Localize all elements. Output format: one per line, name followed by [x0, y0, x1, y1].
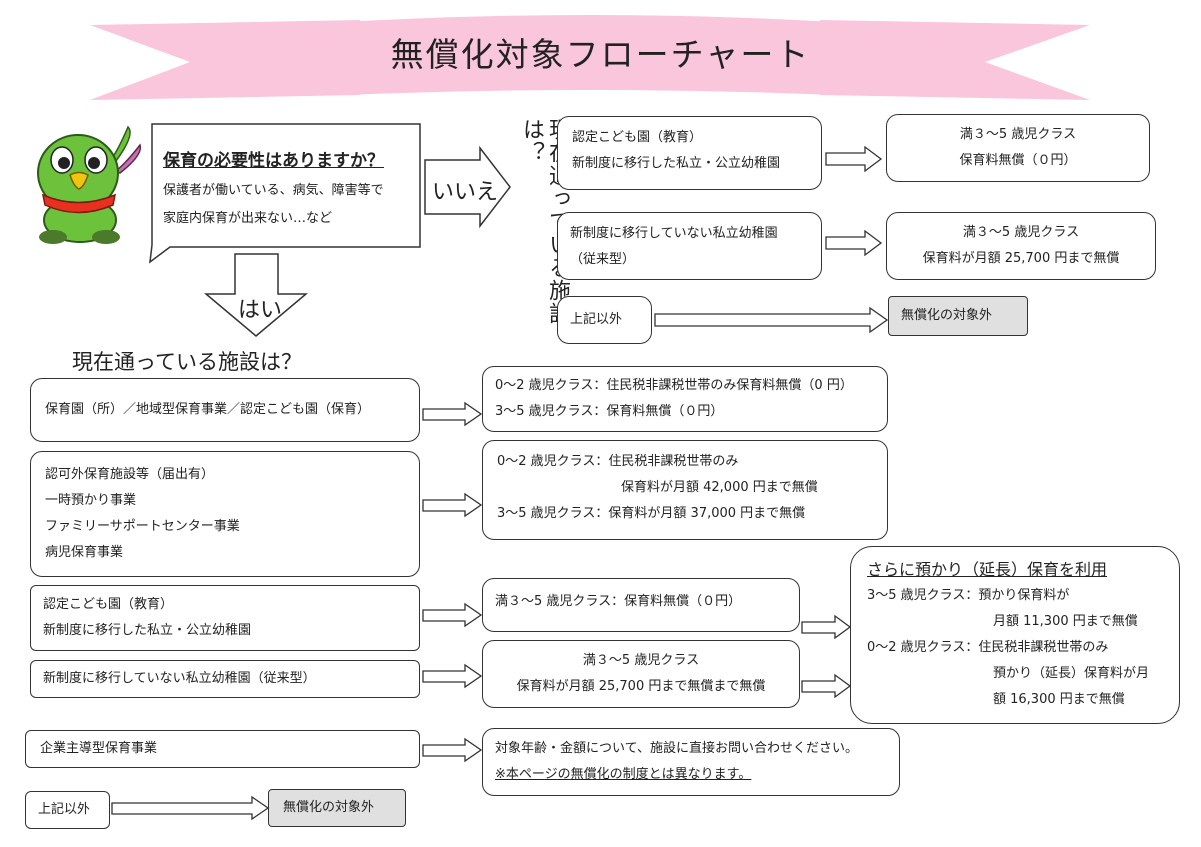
- necessity-heading: 保育の必要性はありますか？: [163, 151, 384, 171]
- yes-label: はい: [238, 298, 283, 323]
- box-text-line: 満３〜5 歳児クラス：保育料無償（０円）: [495, 594, 742, 609]
- no-result-1: 満３〜5 歳児クラス 保育料無償（０円）: [886, 114, 1150, 182]
- yes-facility-other: 上記以外: [25, 791, 110, 829]
- box-text-line: 3〜5 歳児クラス：保育料が月額 37,000 円まで無償: [497, 506, 806, 521]
- box-text-line: 3〜5 歳児クラス：保育料無償（０円）: [495, 404, 724, 419]
- box-text-line: 対象年齢・金額について、施設に直接お問い合わせください。: [495, 741, 858, 756]
- no-facility-1: 認定こども園（教育） 新制度に移行した私立・公立幼稚園: [557, 116, 822, 190]
- box-text-line: 満３〜5 歳児クラス: [962, 225, 1080, 240]
- no-label: いいえ: [432, 180, 499, 205]
- box-text-line: 認定こども園（教育）: [43, 597, 174, 612]
- yes-result-3: 満３〜5 歳児クラス：保育料無償（０円）: [482, 578, 800, 632]
- box-text-line: 満３〜5 歳児クラス: [959, 127, 1077, 142]
- box-text-line: 満３〜5 歳児クラス: [582, 653, 700, 668]
- box-text-line: 新制度に移行した私立・公立幼稚園: [572, 156, 781, 171]
- no-result-2: 満３〜5 歳児クラス 保育料が月額 25,700 円まで無償: [886, 212, 1156, 280]
- box-text-line: 無償化の対象外: [901, 308, 993, 323]
- box-text-line: 保育料が月額 42,000 円まで無償: [621, 480, 818, 495]
- yes-facility-2: 認可外保育施設等（届出有） 一時預かり事業 ファミリーサポートセンター事業 病児…: [30, 451, 420, 577]
- box-text-line: 保育料が月額 25,700 円まで無償: [922, 251, 1120, 266]
- yes-branch-question: 現在通っている施設は？: [72, 350, 302, 374]
- box-text-line: 企業主導型保育事業: [40, 741, 158, 756]
- yes-result-5: 対象年齢・金額について、施設に直接お問い合わせください。 ※本ページの無償化の制…: [482, 728, 900, 796]
- no-facility-2: 新制度に移行していない私立幼稚園 （従来型）: [557, 212, 822, 280]
- box-text-line: 3〜5 歳児クラス：預かり保育料が: [867, 588, 1070, 603]
- box-text-line: 新制度に移行していない私立幼稚園（従来型）: [43, 671, 316, 686]
- yes-result-out-of-scope: 無償化の対象外: [268, 789, 406, 827]
- extension-heading: さらに預かり（延長）保育を利用: [867, 560, 1108, 579]
- box-text-line: 認定こども園（教育）: [572, 130, 703, 145]
- yes-facility-4: 新制度に移行していない私立幼稚園（従来型）: [30, 660, 420, 698]
- extension-childcare-box: さらに預かり（延長）保育を利用 3〜5 歳児クラス：預かり保育料が 月額 11,…: [850, 546, 1180, 724]
- no-result-out-of-scope: 無償化の対象外: [888, 296, 1028, 336]
- yes-facility-1: 保育園（所）／地域型保育事業／認定こども園（保育）: [30, 378, 420, 442]
- yes-result-4: 満３〜5 歳児クラス 保育料が月額 25,700 円まで無償まで無償: [482, 640, 800, 708]
- box-text-line: 保育料が月額 25,700 円まで無償まで無償: [516, 679, 766, 694]
- title-banner: [90, 15, 1090, 100]
- box-text-line: 認可外保育施設等（届出有）: [45, 467, 215, 482]
- box-text-line: 0〜2 歳児クラス：住民税非課税世帯のみ: [497, 454, 739, 469]
- necessity-line-1: 保護者が働いている、病気、障害等で: [163, 183, 384, 198]
- box-text-line: 上記以外: [38, 802, 91, 817]
- box-text-line: 一時預かり事業: [45, 493, 137, 508]
- box-text-line: 新制度に移行していない私立幼稚園: [570, 226, 778, 241]
- box-text-line: 保育料無償（０円）: [959, 153, 1077, 168]
- page-title: 無償化対象フローチャート: [390, 35, 811, 74]
- yes-facility-3: 認定こども園（教育） 新制度に移行した私立・公立幼稚園: [30, 585, 420, 651]
- yes-result-2: 0〜2 歳児クラス：住民税非課税世帯のみ 保育料が月額 42,000 円まで無償…: [482, 440, 888, 540]
- box-text-line: ※本ページの無償化の制度とは異なります。: [495, 767, 752, 782]
- box-text-line: 月額 11,300 円まで無償: [993, 614, 1138, 629]
- box-text-line: 無償化の対象外: [283, 800, 375, 815]
- box-text-line: 0〜2 歳児クラス：住民税非課税世帯のみ: [867, 640, 1109, 655]
- no-facility-other: 上記以外: [557, 296, 652, 344]
- box-text-line: 上記以外: [570, 312, 623, 327]
- box-text-line: 預かり（延長）保育料が月: [993, 666, 1150, 681]
- box-text-line: 新制度に移行した私立・公立幼稚園: [43, 623, 252, 638]
- box-text-line: （従来型）: [570, 252, 636, 267]
- box-text-line: 病児保育事業: [45, 545, 124, 560]
- necessity-line-2: 家庭内保育が出来ない…など: [163, 211, 333, 226]
- box-text-line: 0〜2 歳児クラス：住民税非課税世帯のみ保育料無償（0 円）: [495, 378, 853, 393]
- yes-facility-5: 企業主導型保育事業: [25, 730, 420, 768]
- box-text-line: 保育園（所）／地域型保育事業／認定こども園（保育）: [45, 402, 371, 417]
- box-text-line: ファミリーサポートセンター事業: [45, 519, 240, 534]
- mascot-bird-icon: [37, 125, 142, 244]
- yes-result-1: 0〜2 歳児クラス：住民税非課税世帯のみ保育料無償（0 円） 3〜5 歳児クラス…: [482, 366, 888, 432]
- box-text-line: 額 16,300 円まで無償: [993, 692, 1125, 707]
- necessity-question: 保育の必要性はありますか？ 保護者が働いている、病気、障害等で 家庭内保育が出来…: [163, 146, 384, 226]
